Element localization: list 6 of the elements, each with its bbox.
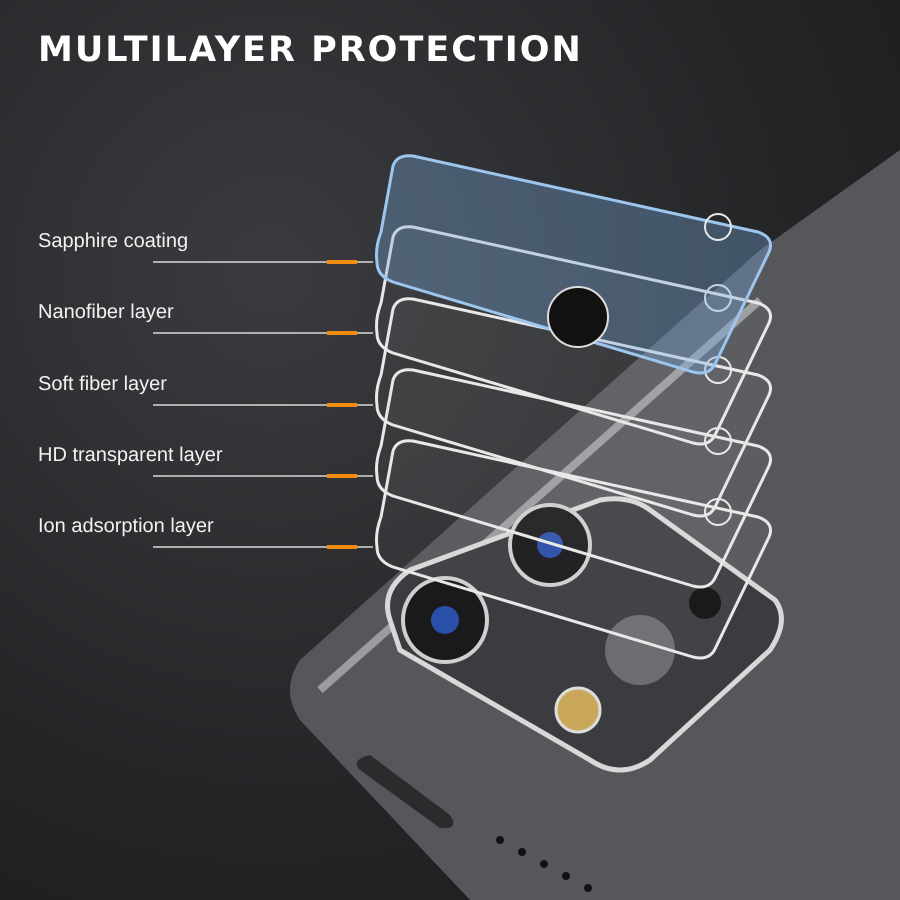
layer-label: Ion adsorption layer xyxy=(38,515,214,538)
layer-label: HD transparent layer xyxy=(38,444,223,467)
title: MULTILAYER PROTECTION xyxy=(38,30,583,70)
layer-label: Sapphire coating xyxy=(38,230,188,253)
layer-label: Soft fiber layer xyxy=(38,373,167,396)
layer-label: Nanofiber layer xyxy=(38,301,174,324)
